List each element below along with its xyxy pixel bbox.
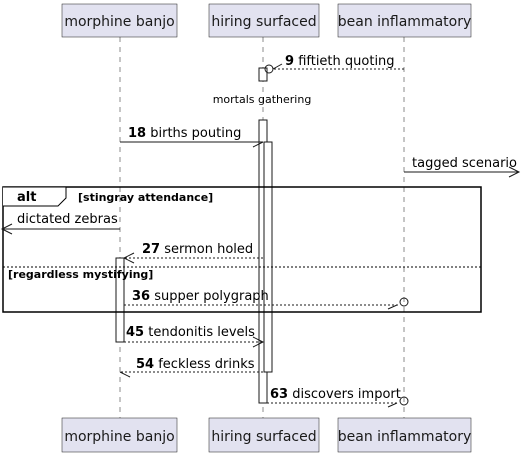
- activation-bar: [258, 67, 268, 82]
- message-36: 36 supper polygraph: [124, 289, 409, 310]
- participant-label: hiring surfaced: [211, 429, 316, 445]
- message-label: feckless drinks: [158, 357, 255, 372]
- participant-label: bean inflammatory: [338, 14, 472, 30]
- svg-text:18 births pouting: 18 births pouting: [128, 126, 241, 141]
- svg-text:9 fiftieth quoting: 9 fiftieth quoting: [285, 54, 395, 69]
- message-label: tendonitis levels: [148, 325, 255, 340]
- message-label: tagged scenario: [412, 156, 517, 171]
- message-45: 45 tendonitis levels: [124, 325, 265, 348]
- participant-bean-inflammatory-bottom: bean inflammatory: [338, 417, 472, 453]
- participant-morphine-banjo-bottom: morphine banjo: [61, 417, 178, 453]
- alt-guard: [regardless mystifying]: [8, 268, 153, 281]
- message-number: 9: [285, 54, 294, 69]
- message-dictated-zebras: dictated zebras: [0, 212, 120, 235]
- svg-text:54 feckless drinks: 54 feckless drinks: [136, 357, 255, 372]
- svg-text:27 sermon holed: 27 sermon holed: [142, 242, 253, 257]
- participant-bean-inflammatory-top: bean inflammatory: [338, 3, 472, 38]
- alt-keyword: alt: [17, 190, 36, 205]
- message-label: sermon holed: [164, 242, 253, 257]
- participant-morphine-banjo-top: morphine banjo: [61, 3, 178, 38]
- message-number: 63: [270, 387, 288, 402]
- participant-label: hiring surfaced: [211, 14, 316, 30]
- message-number: 36: [132, 289, 150, 304]
- divider-label: mortals gathering: [213, 93, 312, 106]
- message-63: 63 discovers import: [267, 387, 409, 408]
- message-54: 54 feckless drinks: [119, 357, 263, 378]
- message-27: 27 sermon holed: [122, 242, 263, 264]
- message-number: 54: [136, 357, 154, 372]
- message-label: births pouting: [150, 126, 241, 141]
- participant-label: morphine banjo: [64, 14, 174, 30]
- svg-text:36 supper polygraph: 36 supper polygraph: [132, 289, 269, 304]
- message-label: supper polygraph: [154, 289, 269, 304]
- message-9: 9 fiftieth quoting: [264, 54, 404, 74]
- message-number: 27: [142, 242, 160, 257]
- message-number: 18: [128, 126, 146, 141]
- divider-mortals-gathering: mortals gathering: [213, 93, 312, 106]
- svg-text:45 tendonitis levels: 45 tendonitis levels: [126, 325, 255, 340]
- message-label: discovers import: [292, 387, 401, 402]
- message-label: dictated zebras: [17, 212, 118, 227]
- message-label: fiftieth quoting: [298, 54, 394, 69]
- participant-hiring-surfaced-bottom: hiring surfaced: [208, 417, 320, 453]
- alt-fragment: alt [stingray attendance] [regardless my…: [2, 186, 482, 313]
- participant-hiring-surfaced-top: hiring surfaced: [208, 3, 320, 38]
- message-tagged-scenario: tagged scenario: [404, 156, 521, 178]
- alt-guard: [stingray attendance]: [78, 191, 213, 204]
- participant-label: bean inflammatory: [338, 429, 472, 445]
- message-18: 18 births pouting: [120, 126, 264, 148]
- activation-bar: [263, 141, 273, 373]
- participant-label: morphine banjo: [64, 429, 174, 445]
- activation-bar: [115, 257, 125, 343]
- svg-text:63 discovers import: 63 discovers import: [270, 387, 401, 402]
- message-number: 45: [126, 325, 144, 340]
